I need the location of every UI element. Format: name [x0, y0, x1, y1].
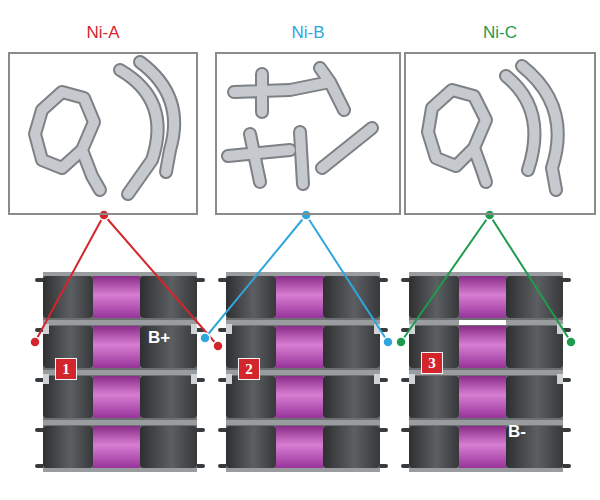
leader-connector: [205, 215, 306, 338]
connector-dot: [213, 341, 223, 351]
nickel-strip: [35, 92, 100, 190]
connector-group: [200, 210, 311, 343]
battery-pack-node: 3B-: [401, 272, 571, 472]
callout-number: 1: [55, 358, 77, 380]
connector-dot: [99, 210, 109, 220]
nickel-strip: [120, 62, 174, 194]
cell-gap: [459, 320, 506, 325]
nickel-strip: [120, 62, 174, 194]
leader-connector: [104, 215, 218, 346]
strip-panel: Ni-B: [215, 52, 401, 215]
connector-dot: [301, 210, 311, 220]
callout-number: 2: [238, 358, 260, 380]
nickel-strip: [234, 68, 344, 112]
connector-group: [30, 210, 109, 347]
nickel-strip: [228, 128, 372, 184]
leader-connector: [490, 215, 571, 342]
connector-dot: [485, 210, 495, 220]
connector-group: [485, 210, 576, 347]
panel-title: Ni-C: [406, 22, 594, 44]
nickel-strip: [35, 92, 100, 190]
panel-title: Ni-A: [10, 22, 196, 44]
connector-dot: [200, 333, 210, 343]
nickel-strip-face: [35, 62, 558, 194]
nickel-strip: [428, 90, 486, 182]
battery-pack: [37, 272, 203, 472]
connector-group: [99, 210, 223, 351]
nickel-strip: [506, 66, 558, 190]
connector-dot: [99, 210, 109, 220]
nickel-strip: [506, 66, 558, 190]
leader-connector: [35, 215, 104, 342]
connector-dot: [396, 337, 406, 347]
connector-dot: [301, 210, 311, 220]
nickel-strip: [234, 68, 344, 112]
connector-dot: [566, 337, 576, 347]
connector-dot: [485, 210, 495, 220]
connector-group: [396, 210, 495, 347]
nickel-strip-outline: [35, 62, 558, 194]
battery-pack-node: 1 B+: [35, 272, 205, 472]
leader-connector: [401, 215, 490, 342]
connector-group: [301, 210, 393, 347]
nickel-strip: [428, 90, 486, 182]
strip-panel: Ni-A: [8, 52, 198, 215]
battery-pack-node: 2: [218, 272, 388, 472]
callout-number: 3: [421, 352, 443, 374]
connector-dot: [383, 337, 393, 347]
leader-connector: [306, 215, 388, 342]
strip-panel: Ni-C: [404, 52, 596, 215]
nickel-strip: [228, 128, 372, 184]
panel-title: Ni-B: [217, 22, 399, 44]
terminal-label: B+: [148, 328, 170, 348]
terminal-label: B-: [508, 422, 526, 442]
connector-dot: [30, 337, 40, 347]
